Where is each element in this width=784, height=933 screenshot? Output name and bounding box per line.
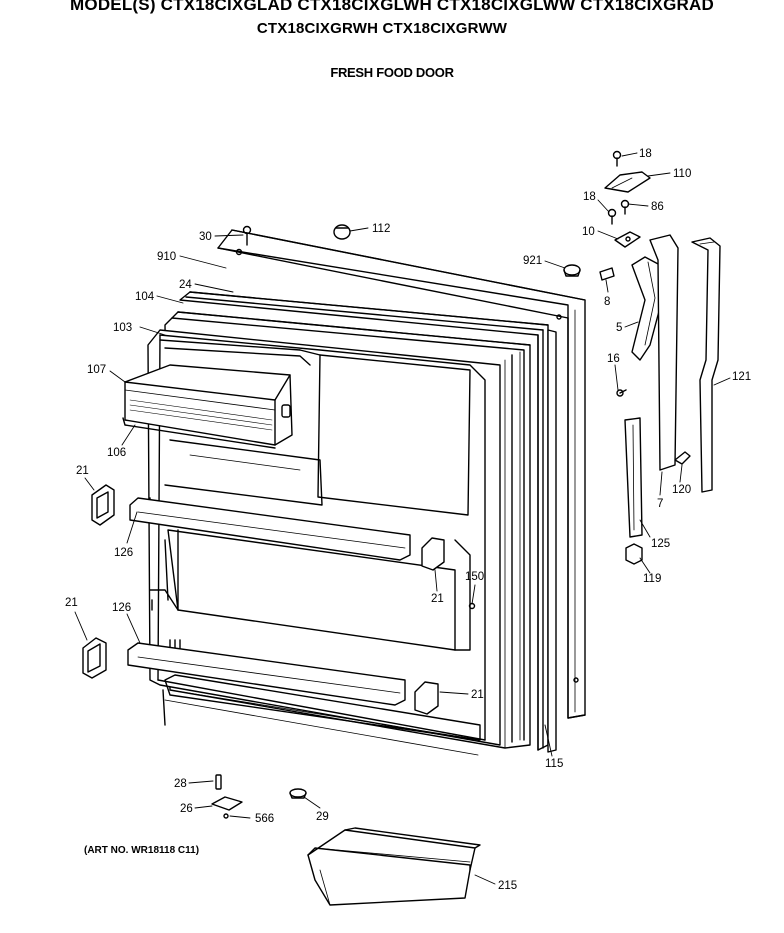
handle-end-cap	[625, 543, 643, 565]
door-plug-112	[333, 224, 351, 240]
art-number: (ART NO. WR18118 C11)	[84, 845, 200, 856]
dairy-compartment-door	[122, 339, 311, 449]
model-list-line-1: MODEL(S) CTX18CIXGLAD CTX18CIXGLWH CTX18…	[70, 0, 714, 14]
callout-910: 910	[157, 251, 176, 263]
callout-10: 10	[582, 226, 595, 238]
callout-5: 5	[616, 322, 622, 334]
callout-115: 115	[545, 758, 563, 770]
hinge-bushing	[599, 267, 615, 281]
callout-21-left-lower: 21	[65, 597, 78, 609]
callout-921: 921	[523, 255, 542, 267]
callout-21-left-upper: 21	[76, 465, 89, 477]
callout-leader-lines	[74, 152, 731, 885]
callout-104: 104	[135, 291, 155, 303]
hinge-pin-plate-26	[211, 796, 243, 819]
callout-21-right-upper: 21	[431, 593, 444, 605]
callout-26: 26	[180, 803, 193, 815]
callout-107: 107	[87, 364, 106, 376]
shelf-end-cap-left-lower	[82, 637, 107, 679]
shelf-end-cap-right-lower	[414, 681, 439, 715]
door-shelf-bar-upper	[129, 497, 411, 561]
callout-110: 110	[673, 168, 691, 180]
callout-labels: 18 110 18 86 30 112 10 910 921 8 24 104 …	[65, 148, 751, 892]
callout-126-lower: 126	[112, 602, 131, 614]
callout-18-upper: 18	[639, 148, 652, 160]
callout-125: 125	[651, 538, 670, 550]
callout-119: 119	[643, 573, 661, 585]
callout-7: 7	[657, 498, 663, 510]
door-outer-panel	[217, 229, 586, 719]
callout-106: 106	[107, 447, 126, 459]
door-plug-921	[563, 264, 581, 277]
door-handle	[631, 234, 679, 471]
section-title: FRESH FOOD DOOR	[330, 65, 454, 80]
door-stop-29	[289, 788, 307, 799]
callout-29: 29	[316, 811, 329, 823]
handle-screw-cap	[674, 451, 691, 465]
handle-trim-strip	[691, 237, 721, 493]
shelf-end-cap-right-upper	[421, 537, 445, 571]
callout-103: 103	[113, 322, 132, 334]
callout-86: 86	[651, 201, 664, 213]
door-bin	[307, 827, 481, 906]
callout-16: 16	[607, 353, 620, 365]
callout-121: 121	[732, 371, 751, 383]
callout-126-upper: 126	[114, 547, 133, 559]
screws	[242, 150, 630, 610]
callout-8: 8	[604, 296, 610, 308]
handle-bracket	[624, 417, 643, 538]
small-pin-28	[215, 774, 222, 790]
door-gasket-strip	[547, 329, 557, 753]
model-list-line-2: CTX18CIXGRWH CTX18CIXGRWW	[256, 20, 508, 37]
callout-150: 150	[465, 571, 484, 583]
callout-30: 30	[199, 231, 212, 243]
callout-21-right-lower: 21	[471, 689, 484, 701]
callout-18-lower: 18	[583, 191, 596, 203]
callout-215: 215	[498, 880, 517, 892]
callout-28: 28	[174, 778, 187, 790]
callout-120: 120	[672, 484, 691, 496]
callout-24: 24	[179, 279, 192, 291]
door-shelf-bar-lower	[127, 642, 406, 706]
callout-112: 112	[372, 223, 390, 235]
shelf-end-cap-left-upper	[91, 484, 115, 526]
callout-566: 566	[255, 813, 274, 825]
hinge-plate	[614, 231, 641, 248]
top-hinge-cover	[604, 171, 651, 193]
